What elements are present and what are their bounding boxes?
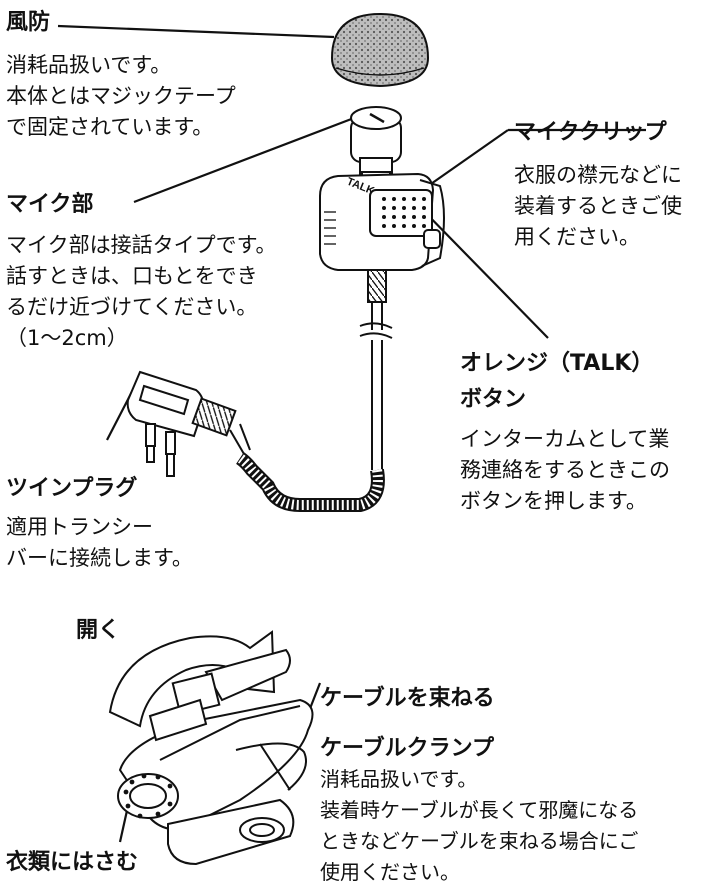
twin-plug-desc-line: 適用トランシー [6,515,153,539]
windscreen-desc-line: 本体とはマジックテープ [6,84,236,108]
talk-button-leader [416,203,549,339]
cable-clamp-desc-line: 使用ください。 [320,860,460,884]
twin-plug-title: ツインプラグ [6,476,138,501]
talk-button-desc-line: ボタンを押します。 [460,489,647,513]
talk-button-desc-line: 務連絡をするときこの [460,458,670,482]
windscreen-leader [57,24,335,39]
mic-clip-desc-line: 装着するときご使 [514,194,682,218]
clamp-open-label: 開く [76,618,121,643]
cable-upper [359,269,393,470]
windscreen-desc-line: で固定されています。 [6,115,214,139]
twin-plug-desc-line: バーに接続します。 [6,546,193,570]
mic-unit-desc-line: （1～2cm） [6,326,128,350]
mic-body: TALK [319,172,445,271]
talk-button-desc: インターカムとして業 務連絡をするときこの ボタンを押します。 [460,424,670,517]
mic-head [350,106,402,183]
cable-clamp-desc-line: 消耗品扱いです。 [320,767,478,791]
mic-unit-title: マイク部 [6,192,94,217]
leader-lines [57,24,646,843]
mic-unit-desc-line: 話すときは、口もとをでき [6,264,258,288]
windscreen-ball [330,12,430,88]
talk-button-title-line: ボタン [460,387,527,412]
cable-clamp-title: ケーブルクランプ [320,736,495,761]
cable-clamp [117,648,314,866]
talk-button-desc-line: インターカムとして業 [460,427,670,451]
twin-plug-desc: 適用トランシー バーに接続します。 [6,512,193,574]
cable-clamp-desc-line: 装着時ケーブルが長くて邪魔になる [320,798,639,822]
open-arrow [108,630,276,728]
cable-clamp-desc-line: ときなどケーブルを束ねる場合にご [320,829,639,853]
mic-unit-desc-line: マイク部は接話タイプです。 [6,233,277,257]
mic-clip-title: マイククリップ [514,120,667,145]
twin-plug [126,370,251,477]
mic-clip-leader [427,129,509,187]
talk-button-title-line: オレンジ（TALK） [460,351,654,376]
mic-clip-desc: 衣服の襟元などに 装着するときご使 用ください。 [514,160,682,253]
mic-clip-desc-line: 衣服の襟元などに [514,163,682,187]
mic-unit-desc-line: るだけ近づけてください。 [6,295,258,319]
mic-clip-desc-line: 用ください。 [514,225,640,249]
mic-unit-desc: マイク部は接話タイプです。 話すときは、口もとをでき るだけ近づけてください。 … [6,230,276,354]
windscreen-desc: 消耗品扱いです。 本体とはマジックテープ で固定されています。 [6,50,236,143]
bundle-cable-label: ケーブルを束ねる [320,686,495,711]
talk-button-title: オレンジ（TALK） ボタン [460,346,653,418]
windscreen-desc-line: 消耗品扱いです。 [6,53,172,77]
windscreen-title: 風防 [6,10,51,35]
mic-unit-leader [133,116,355,204]
clothing-clip-label: 衣類にはさむ [6,850,139,875]
cable-clamp-desc: 消耗品扱いです。 装着時ケーブルが長くて邪魔になる ときなどケーブルを束ねる場合… [320,764,638,885]
